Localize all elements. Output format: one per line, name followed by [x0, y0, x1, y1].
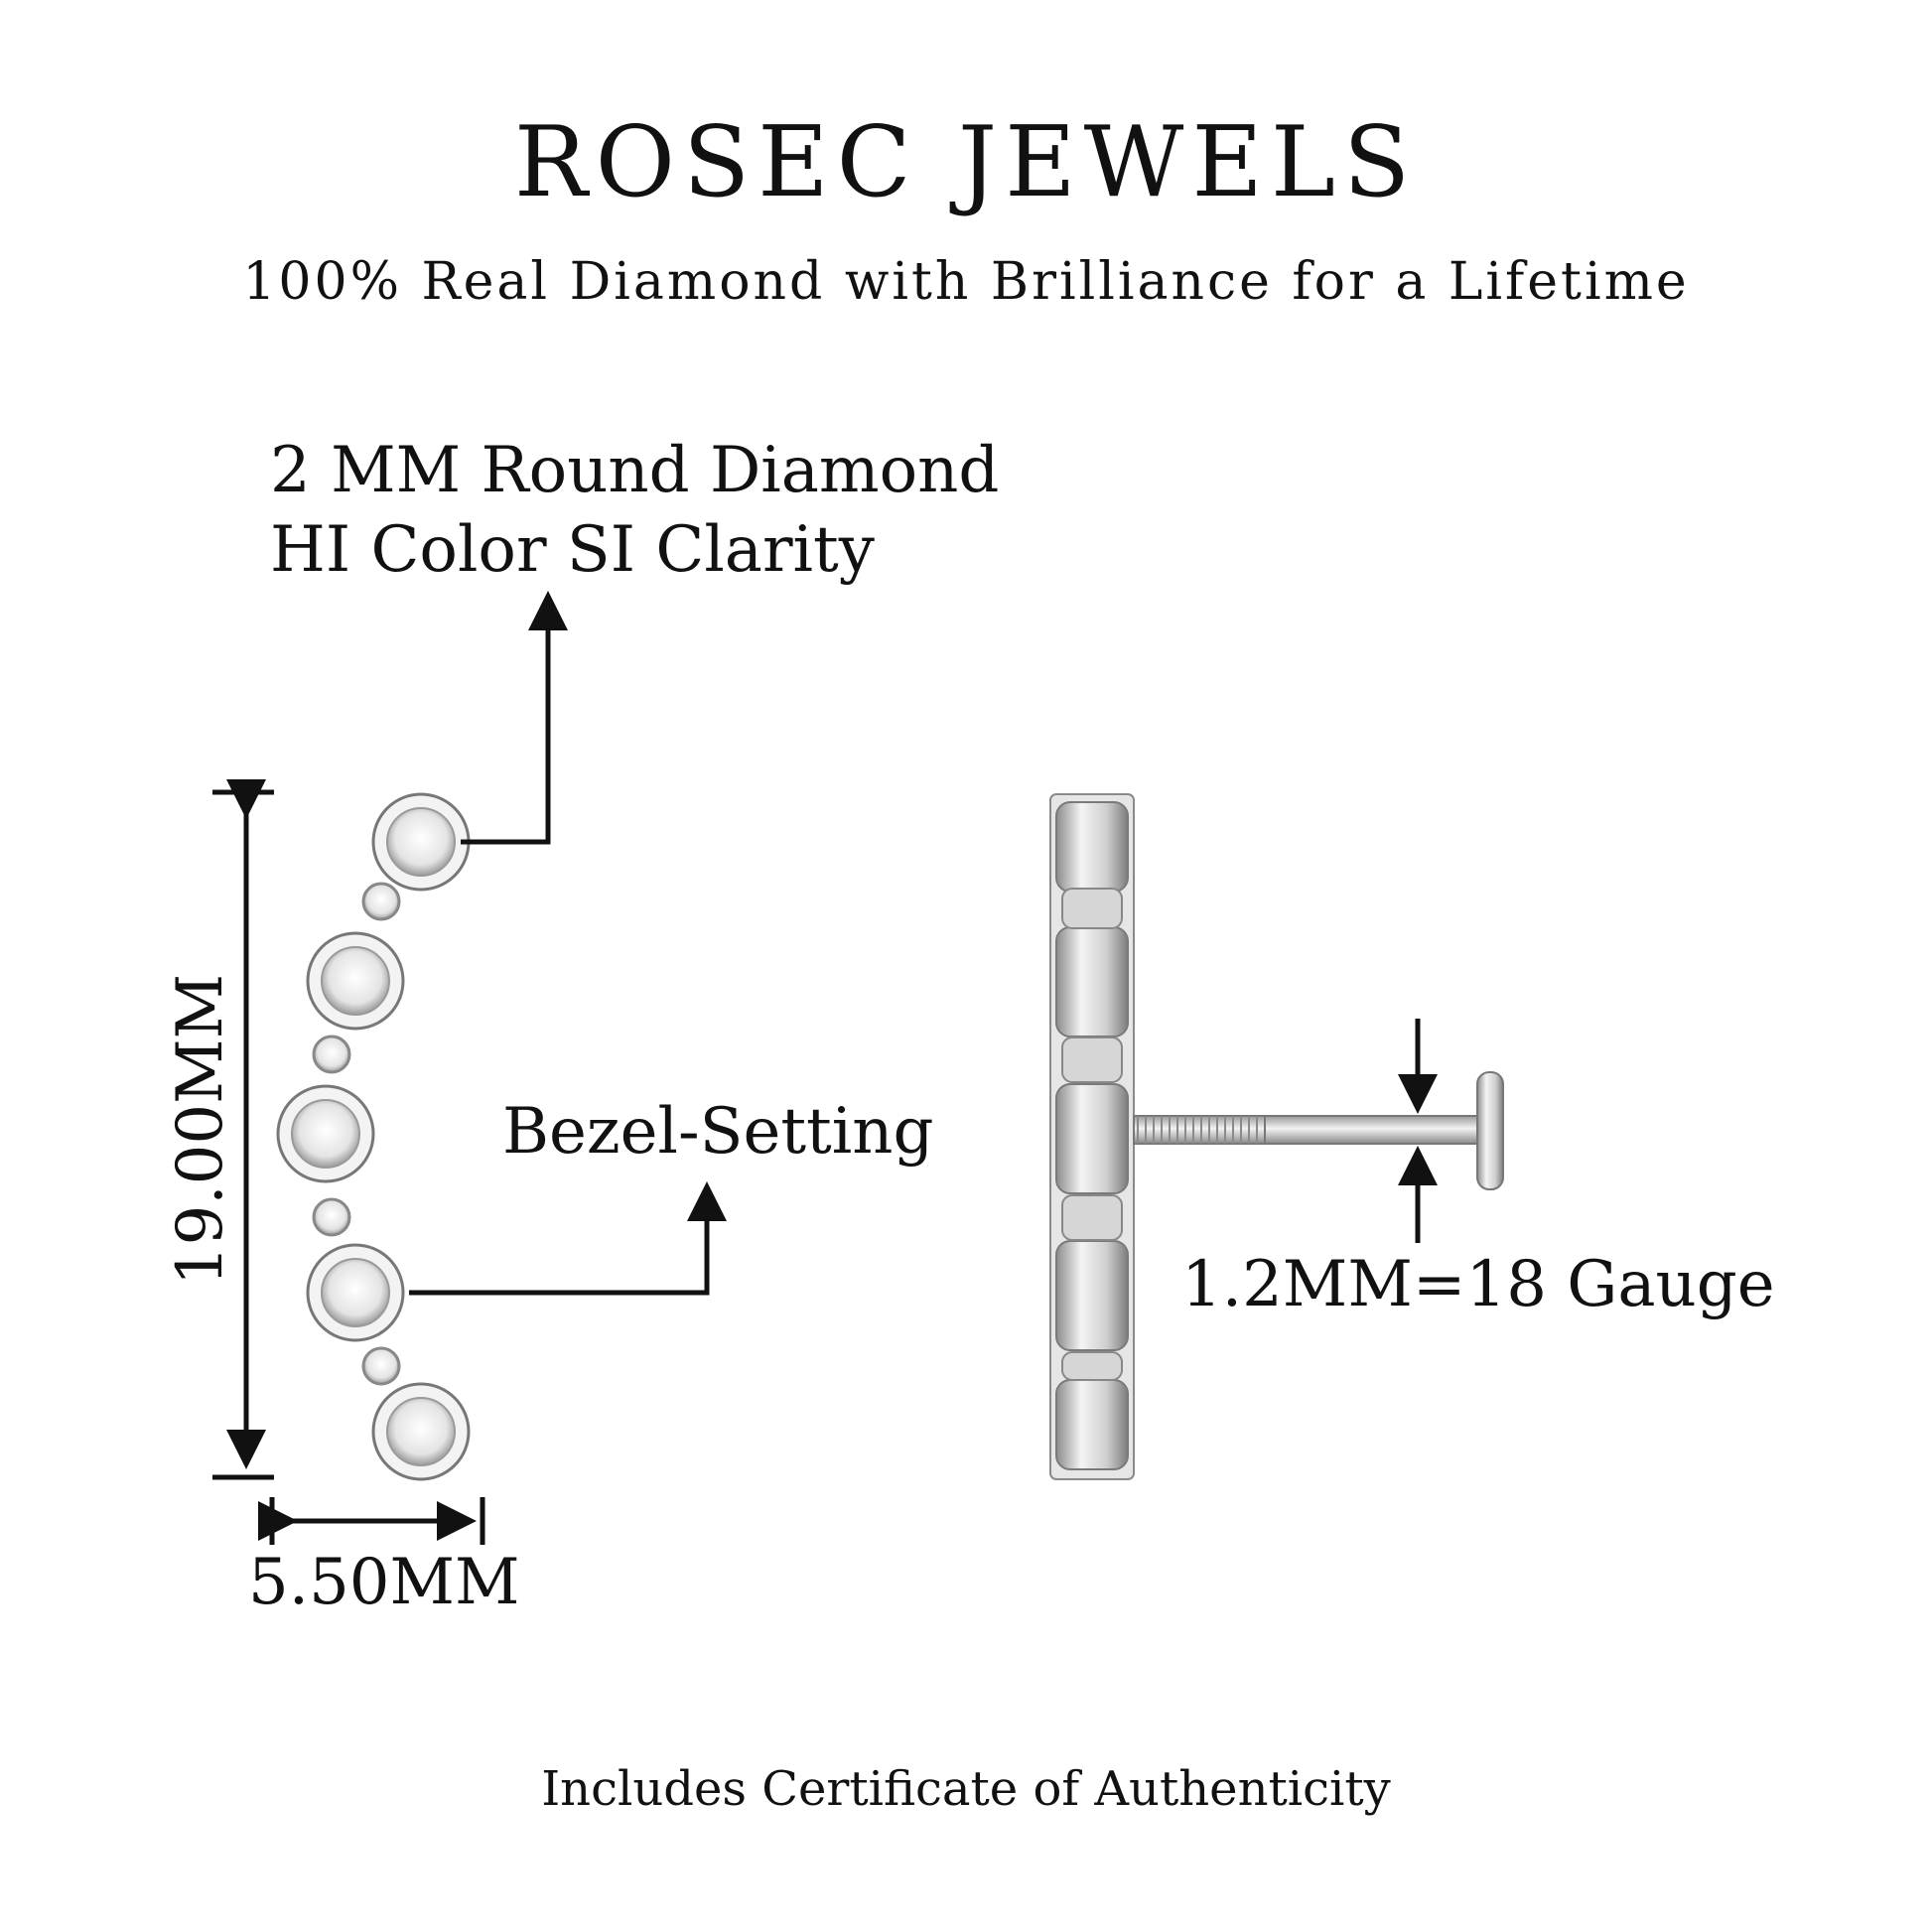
bezel-diamond-5: [371, 1382, 471, 1481]
diamond-spec-quality: HI Color SI Clarity: [270, 513, 875, 587]
front-view-earring: [276, 792, 471, 1481]
certificate-note: Includes Certificate of Authenticity: [541, 1761, 1391, 1817]
bezel-diamond-3: [276, 1084, 375, 1183]
bezel-diamond-4: [306, 1243, 405, 1342]
height-dimension-line: [212, 779, 274, 1480]
setting-label: Bezel-Setting: [502, 1095, 934, 1169]
width-dimension-line: [258, 1497, 485, 1545]
width-dimension-label: 5.50MM: [248, 1546, 520, 1619]
bezel-callout-arrow: [409, 1181, 727, 1296]
metal-bead-1: [361, 882, 401, 921]
side-view-earring: [1049, 793, 1504, 1480]
metal-bead-3: [312, 1197, 351, 1237]
metal-bead-2: [312, 1035, 351, 1074]
bezel-diamond-2: [306, 931, 405, 1031]
metal-bead-4: [361, 1346, 401, 1386]
height-dimension-label: 19.00MM: [164, 973, 237, 1287]
bezel-diamond-1: [371, 792, 471, 892]
tagline: 100% Real Diamond with Brilliance for a …: [242, 252, 1690, 312]
gauge-label: 1.2MM=18 Gauge: [1181, 1248, 1775, 1321]
diamond-callout-arrow: [461, 591, 568, 845]
brand-title: ROSEC JEWELS: [513, 106, 1419, 219]
diamond-spec-size: 2 MM Round Diamond: [270, 434, 1000, 507]
